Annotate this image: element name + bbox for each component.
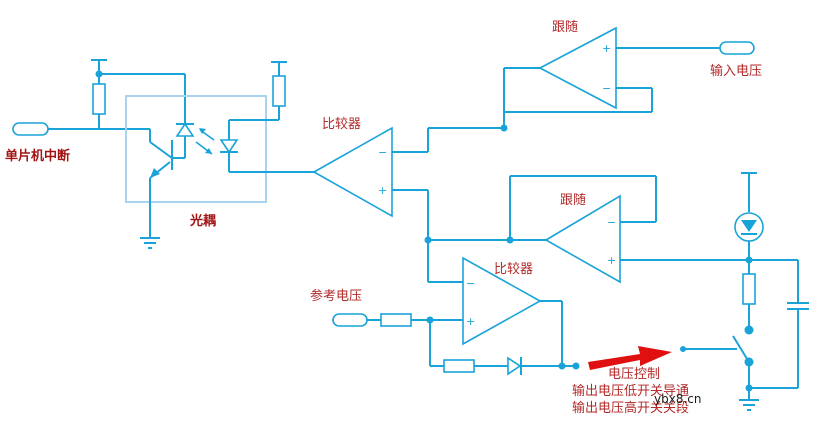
comparator-2-plus: + [466, 315, 475, 328]
reference-voltage-connector [332, 313, 368, 327]
light-arrows [195, 128, 215, 155]
follower-top-minus: − [602, 82, 611, 95]
comparator-1 [312, 126, 393, 218]
comparator-2-minus: − [466, 277, 475, 290]
follower-mid-plus: + [607, 254, 616, 267]
high-voltage-note: 输出电压高开关关段 [572, 400, 689, 416]
follower-mid-label: 跟随 [560, 193, 586, 208]
feedback-diode [507, 356, 522, 376]
ground-right [739, 399, 759, 411]
opto-resistor [272, 75, 286, 107]
mcu-interrupt-label: 单片机中断 [5, 148, 70, 164]
photodiode [219, 120, 239, 172]
comparator-1-label: 比较器 [322, 117, 361, 132]
optocoupler-box [125, 95, 267, 203]
voltage-control-label: 电压控制 [608, 367, 660, 382]
phototransistor [149, 129, 186, 238]
reference-resistor [380, 313, 412, 327]
right-resistor [742, 273, 756, 305]
current-source [734, 212, 764, 242]
low-voltage-note: 输出电压低开关导通 [572, 383, 689, 399]
follower-mid [544, 194, 621, 284]
input-voltage-connector [719, 41, 755, 55]
follower-top [538, 26, 617, 110]
comparator-2 [462, 256, 542, 346]
pullup-resistor [92, 83, 106, 115]
reference-voltage-label: 参考电压 [310, 288, 362, 304]
mcu-input-connector [12, 122, 49, 136]
watermark: ybx8.cn [654, 392, 701, 406]
input-voltage-label: 输入电压 [710, 63, 762, 79]
follower-top-label: 跟随 [552, 20, 578, 35]
follower-top-plus: + [602, 42, 611, 55]
feedback-resistor [443, 359, 475, 373]
comparator-1-plus: + [378, 184, 387, 197]
switch-blade [732, 335, 750, 363]
led-emitter [175, 122, 195, 137]
comparator-1-minus: − [378, 146, 387, 159]
follower-mid-minus: − [607, 216, 616, 229]
ground-left [140, 237, 160, 249]
optocoupler-label: 光耦 [189, 213, 216, 229]
switch-top-contact [744, 325, 754, 335]
node-follower-top [500, 124, 508, 132]
node-c2-out-end [572, 362, 580, 370]
comparator-2-label: 比较器 [494, 262, 533, 277]
voltage-control-arrow [588, 346, 672, 370]
